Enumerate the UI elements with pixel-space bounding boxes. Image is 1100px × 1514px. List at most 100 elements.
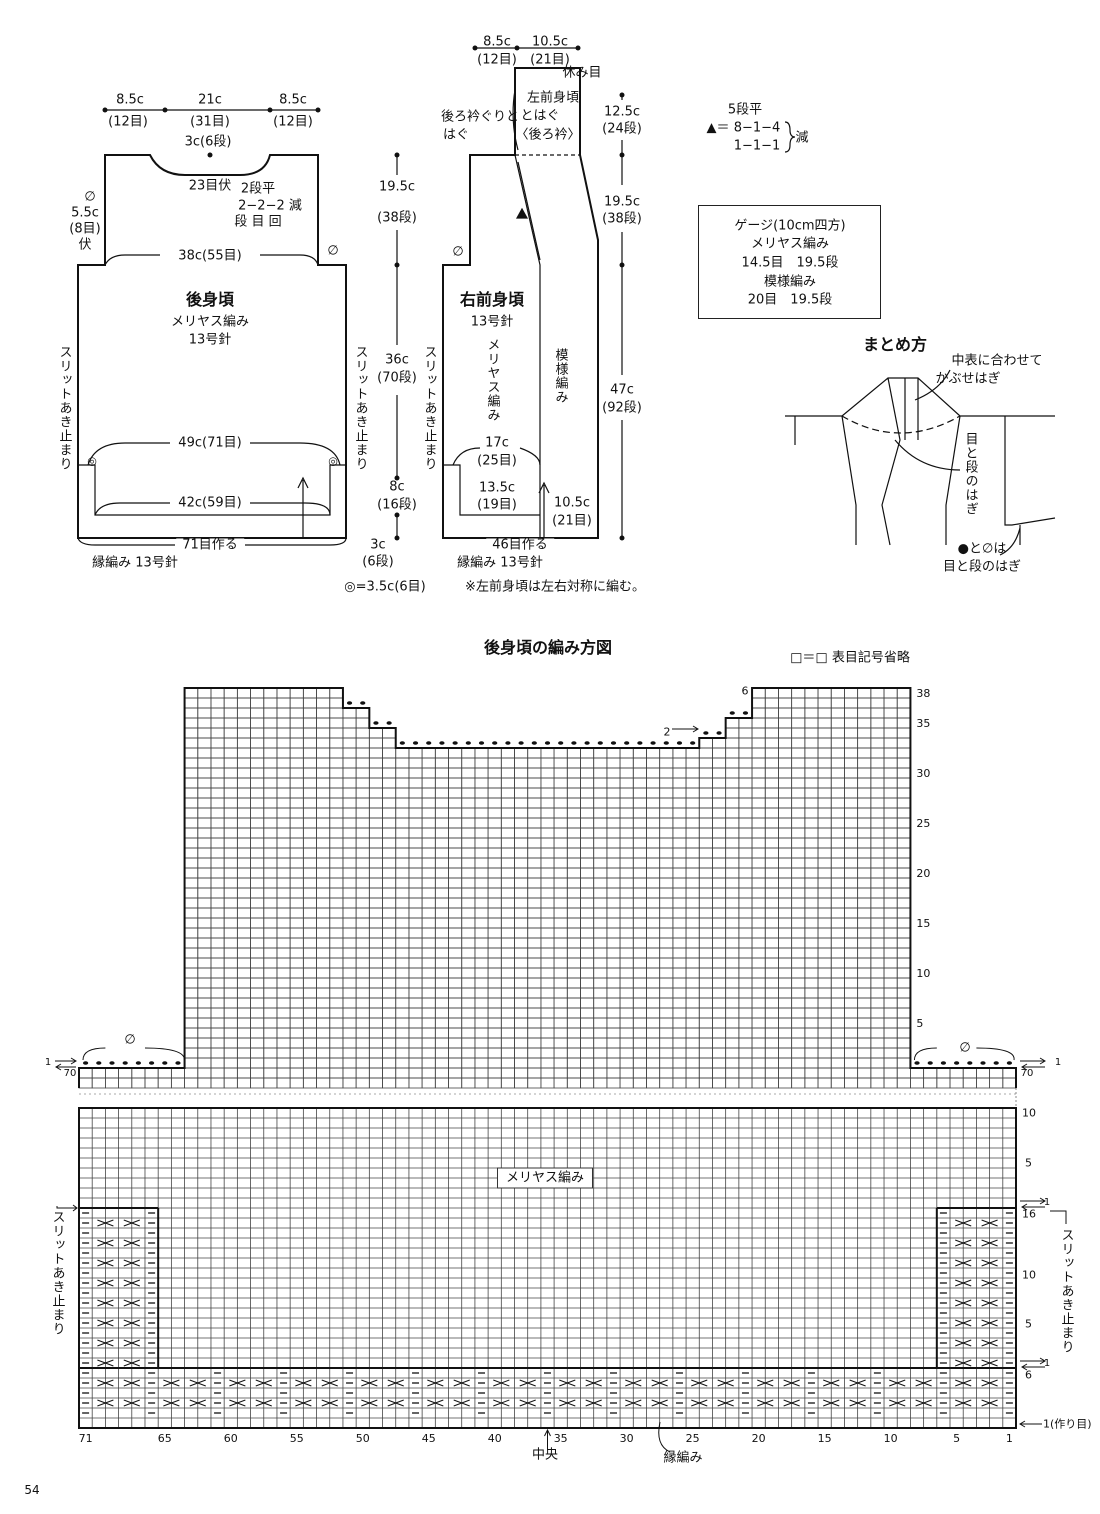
grid-cell — [184, 937, 199, 949]
grid-cell — [712, 917, 727, 929]
front-note: ※左前身頃は左右対称に編む。 — [465, 579, 645, 595]
grid-cell — [289, 1017, 304, 1029]
grid-cell — [646, 887, 661, 899]
grid-cell — [250, 987, 265, 999]
grid-cell — [250, 1037, 265, 1049]
grid-cell — [263, 787, 278, 799]
grid-cell — [329, 857, 344, 869]
grid-cell — [434, 1007, 449, 1019]
grid-cell — [896, 937, 911, 949]
finishing-note3b: 目と段のはぎ — [942, 559, 1022, 575]
grid-cell — [421, 927, 436, 939]
grid-cell — [857, 917, 872, 929]
grid-cell — [434, 1067, 449, 1079]
grid-cell — [685, 857, 700, 869]
grid-cell — [223, 797, 238, 809]
grid-cell — [316, 797, 331, 809]
grid-cell — [580, 847, 595, 859]
grid-cell — [553, 857, 568, 869]
grid-cell — [698, 897, 713, 909]
grid-cell — [870, 817, 885, 829]
grid-cell — [461, 817, 476, 829]
grid-cell — [870, 907, 885, 919]
grid-cell — [857, 797, 872, 809]
grid-cell — [870, 1007, 885, 1019]
grid-cell — [474, 917, 489, 929]
grid-cell — [302, 777, 317, 789]
grid-cell — [751, 727, 766, 739]
grid-cell — [302, 767, 317, 779]
grid-cell — [197, 737, 212, 749]
grid-cell — [870, 767, 885, 779]
grid-cell — [870, 967, 885, 979]
grid-cell — [593, 877, 608, 889]
grid-cell — [236, 837, 251, 849]
grid-cell — [883, 857, 898, 869]
grid-cell — [197, 707, 212, 719]
grid-cell — [778, 837, 793, 849]
grid-cell — [514, 817, 529, 829]
grid-cell — [236, 817, 251, 829]
grid-cell — [804, 967, 819, 979]
grid-cell — [302, 727, 317, 739]
grid-cell — [276, 747, 291, 759]
grid-cell — [487, 837, 502, 849]
grid-cell — [448, 1017, 463, 1029]
grid-cell — [236, 707, 251, 719]
grid-cell — [553, 837, 568, 849]
grid-cell — [817, 837, 832, 849]
bindoff-dot — [96, 1061, 102, 1065]
grid-cell — [632, 757, 647, 769]
grid-cell — [619, 817, 634, 829]
grid-cell — [870, 917, 885, 929]
grid-cell — [184, 977, 199, 989]
grid-cell — [514, 997, 529, 1009]
grid-cell — [632, 927, 647, 939]
grid-cell — [316, 907, 331, 919]
grid-cell — [408, 1007, 423, 1019]
grid-cell — [738, 1037, 753, 1049]
grid-cell — [514, 907, 529, 919]
grid-cell — [606, 867, 621, 879]
grid-cell — [474, 1007, 489, 1019]
grid-cell — [474, 807, 489, 819]
grid-cell — [580, 887, 595, 899]
grid-cell — [210, 897, 225, 909]
grid-cell — [500, 857, 515, 869]
cable-cross-symbol — [123, 1319, 140, 1327]
grid-cell — [223, 867, 238, 879]
grid-cell — [870, 837, 885, 849]
grid-cell — [593, 867, 608, 879]
grid-cell — [896, 1057, 911, 1069]
row-arrow-right — [1020, 1057, 1046, 1065]
grid-cell — [355, 927, 370, 939]
grid-cell — [210, 917, 225, 929]
cable-cross-symbol — [955, 1299, 972, 1307]
grid-cell — [302, 1017, 317, 1029]
grid-cell — [870, 887, 885, 899]
grid-cell — [619, 867, 634, 879]
grid-cell — [553, 887, 568, 899]
grid-cell — [685, 797, 700, 809]
grid-cell — [329, 877, 344, 889]
grid-cell — [698, 1057, 713, 1069]
grid-cell — [276, 837, 291, 849]
grid-cell — [553, 1007, 568, 1019]
bindoff-dot — [148, 1061, 155, 1065]
grid-cell — [883, 967, 898, 979]
grid-cell — [382, 867, 397, 879]
front-inner-lines — [443, 154, 541, 538]
grid-cell — [355, 797, 370, 809]
grid-cell — [778, 1027, 793, 1039]
grid-cell — [778, 987, 793, 999]
back-neck-dec-3: 段 目 回 — [234, 214, 282, 230]
grid-cell — [408, 787, 423, 799]
front-collar-rows: (24段) — [602, 121, 642, 137]
grid-cell — [434, 777, 449, 789]
grid-cell — [817, 927, 832, 939]
grid-cell — [514, 1037, 529, 1049]
cable-cross-symbol — [97, 1319, 114, 1327]
grid-cell — [527, 767, 542, 779]
grid-cell — [632, 957, 647, 969]
bindoff-dot — [426, 741, 432, 745]
